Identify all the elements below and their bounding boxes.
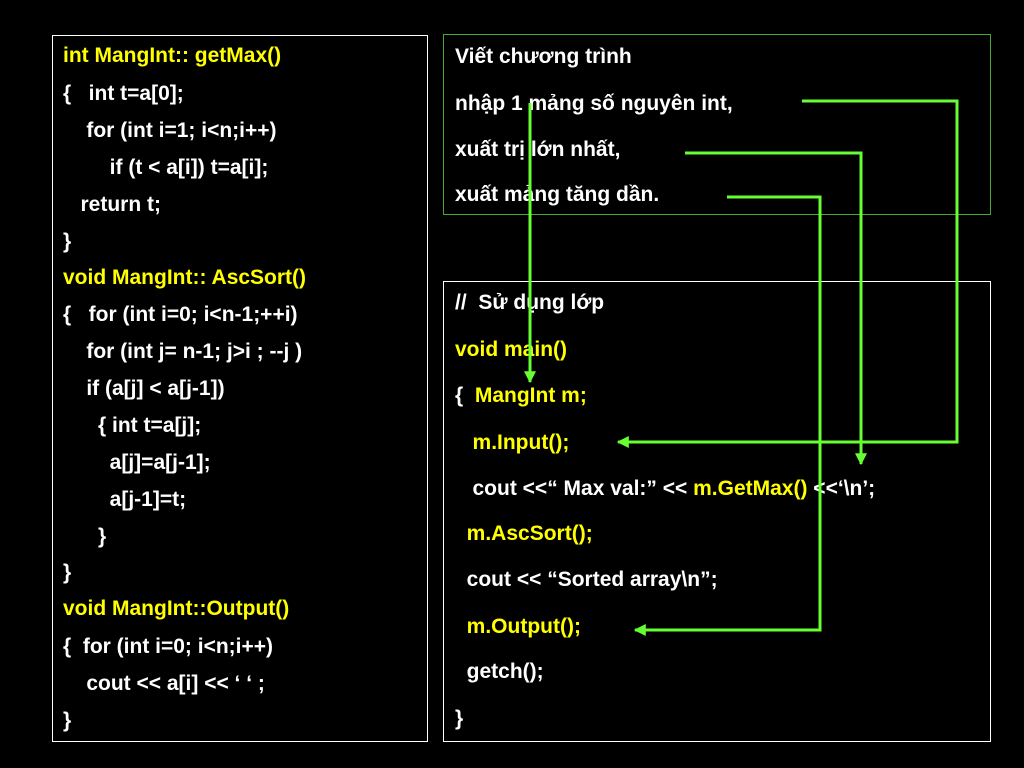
code-segment: void main() [455, 338, 568, 361]
code-line: void MangInt:: AscSort() [63, 266, 307, 289]
main-program-panel: // Sử dụng lớp void main() { MangInt m; m.… [443, 281, 991, 742]
arrow-getmax [685, 151, 867, 466]
code-line: { for (int i=0; i<n;i++) [63, 635, 274, 658]
main-code-line: m.Input(); [455, 431, 570, 455]
arrow-input [616, 99, 959, 448]
code-line: { int t=a[0]; [63, 82, 184, 105]
code-line: a[j-1]=t; [63, 488, 187, 511]
code-segment: getch(); [455, 660, 544, 683]
main-code-line: getch(); [455, 660, 544, 684]
description-line: Viết chương trình [455, 45, 632, 68]
code-segment: <<‘\n’; [807, 477, 876, 500]
main-code-line: { MangInt m; [455, 384, 587, 408]
main-code-line: cout <<“ Max val:” << m.GetMax() <<‘\n’; [455, 477, 876, 501]
code-segment: m.GetMax() [693, 477, 808, 500]
code-segment: m.Output(); [466, 615, 581, 638]
code-segment: { [455, 384, 475, 407]
code-line: { int t=a[j]; [63, 414, 202, 437]
code-line: } [63, 230, 72, 253]
code-segment: } [455, 707, 464, 730]
main-code-line: void main() [455, 338, 567, 362]
main-code-line: cout << “Sorted array\n”; [455, 568, 718, 592]
main-code-line: } [455, 707, 463, 731]
code-line: } [63, 561, 72, 584]
code-panel: int MangInt:: getMax(){ int t=a[0]; for … [52, 35, 428, 742]
main-code-line: m.AscSort(); [455, 522, 593, 546]
code-line: for (int j= n-1; j>i ; --j ) [63, 340, 303, 363]
main-code-line: m.Output(); [455, 615, 581, 639]
arrow-output [633, 195, 822, 636]
code-line: for (int i=1; i<n;i++) [63, 119, 277, 142]
description-panel: Viết chương trình nhập 1 mảng số nguyên i… [443, 34, 991, 215]
description-line: nhập 1 mảng số nguyên int, [455, 92, 733, 115]
code-line: int MangInt:: getMax() [63, 44, 282, 67]
code-line: if (t < a[i]) t=a[i]; [63, 156, 269, 179]
code-segment: m.Input(); [472, 431, 570, 454]
code-line: if (a[j] < a[j-1]) [63, 377, 225, 400]
code-line: } [63, 709, 72, 732]
description-line: xuất mảng tăng dần. [455, 183, 660, 206]
code-segment: MangInt m; [474, 384, 587, 407]
code-line: } [63, 525, 107, 548]
code-line: { for (int i=0; i<n-1;++i) [63, 303, 298, 326]
code-line: cout << a[i] << ‘ ‘ ; [63, 672, 265, 695]
code-line: void MangInt::Output() [63, 597, 290, 620]
code-line: return t; [63, 193, 162, 216]
main-code-line: // Sử dụng lớp [455, 291, 604, 315]
code-line: a[j]=a[j-1]; [63, 451, 211, 474]
code-segment: m.AscSort(); [466, 522, 593, 545]
description-line: xuất trị lớn nhất, [455, 138, 621, 161]
code-segment: cout <<“ Max val:” << [455, 477, 694, 500]
code-segment: cout << “Sorted array\n”; [455, 568, 718, 591]
code-segment: // Sử dụng lớp [455, 291, 605, 314]
